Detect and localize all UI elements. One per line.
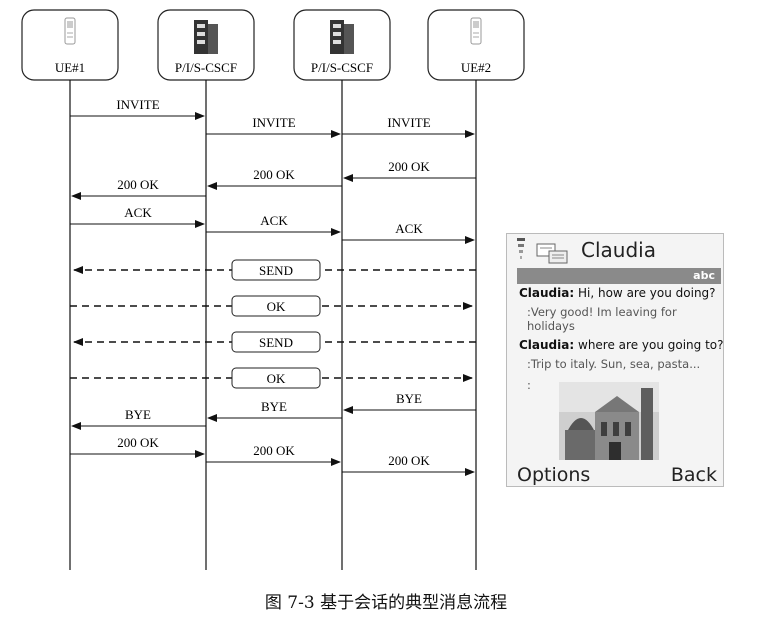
- chat-text: where are you going to?: [578, 338, 724, 352]
- session-label: OK: [267, 371, 286, 386]
- entity-ue1: UE#1: [21, 9, 119, 81]
- message-arrow: ACK: [206, 213, 341, 236]
- message-arrow: BYE: [71, 407, 206, 430]
- chat-message: Claudia: Hi, how are you doing?: [519, 286, 716, 301]
- server-icon: [330, 20, 354, 54]
- figure-caption: 图 7-3 基于会话的典型消息流程: [264, 593, 508, 613]
- input-mode-strip: abc: [517, 268, 721, 284]
- message-arrow: INVITE: [70, 97, 205, 120]
- session-message: OK: [70, 295, 473, 317]
- session-message: SEND: [73, 331, 476, 353]
- chat-reply: :Trip to italy. Sun, sea, pasta...: [527, 357, 700, 371]
- signal-strength-icon: [517, 238, 525, 259]
- mobile-phone-icon: [470, 17, 482, 45]
- mobile-phone-icon: [64, 17, 76, 45]
- message-arrow: 200 OK: [207, 167, 342, 190]
- entity-cscf1: P/I/S-CSCF: [157, 9, 255, 81]
- message-arrow: INVITE: [206, 115, 341, 138]
- entity-label: P/I/S-CSCF: [175, 60, 237, 75]
- chat-reply: :Very good! Im leaving for holidays: [527, 305, 677, 333]
- chat-bubbles-icon: [536, 243, 568, 264]
- message-arrow: 200 OK: [71, 177, 206, 200]
- session-message: OK: [70, 367, 473, 389]
- back-softkey[interactable]: Back: [670, 464, 717, 486]
- chat-text: Hi, how are you doing?: [578, 286, 716, 300]
- message-arrow: BYE: [207, 399, 342, 422]
- phone-screen: Claudia abc Claudia: Hi, how are you doi…: [506, 233, 724, 487]
- chat-sender: Claudia:: [519, 286, 575, 300]
- chat-reply: :: [527, 378, 531, 392]
- chat-reply-text: :Trip to italy. Sun, sea, pasta...: [527, 357, 701, 371]
- message-label: BYE: [261, 399, 287, 414]
- message-arrow: 200 OK: [342, 453, 475, 476]
- message-label: INVITE: [387, 115, 430, 130]
- message-arrow: INVITE: [342, 115, 475, 138]
- entity-label: P/I/S-CSCF: [311, 60, 373, 75]
- message-label: 200 OK: [253, 443, 295, 458]
- message-arrow: ACK: [70, 205, 205, 228]
- session-message: SEND: [73, 259, 476, 281]
- message-label: INVITE: [252, 115, 295, 130]
- message-label: 200 OK: [388, 159, 430, 174]
- message-label: ACK: [124, 205, 152, 220]
- server-icon: [194, 20, 218, 54]
- session-label: SEND: [259, 263, 293, 278]
- message-label: INVITE: [116, 97, 159, 112]
- message-arrow: 200 OK: [206, 443, 341, 466]
- message-label: ACK: [260, 213, 288, 228]
- session-label: SEND: [259, 335, 293, 350]
- phone-header: Claudia: [507, 234, 723, 268]
- chat-message: Claudia: where are you going to?: [519, 338, 724, 353]
- contact-name: Claudia: [581, 238, 656, 262]
- entity-label: UE#2: [461, 60, 491, 75]
- message-label: 200 OK: [253, 167, 295, 182]
- chat-sender: Claudia:: [519, 338, 575, 352]
- message-label: 200 OK: [117, 435, 159, 450]
- message-label: 200 OK: [388, 453, 430, 468]
- options-softkey[interactable]: Options: [517, 464, 591, 486]
- message-arrow: ACK: [342, 221, 475, 244]
- cathedral-photo-icon: [559, 382, 659, 460]
- entity-cscf2: P/I/S-CSCF: [293, 9, 391, 81]
- message-label: BYE: [396, 391, 422, 406]
- message-arrow: 200 OK: [70, 435, 205, 458]
- entity-label: UE#1: [55, 60, 85, 75]
- chat-reply-text: holidays: [527, 319, 575, 333]
- chat-reply-text: :Very good! Im leaving for: [527, 305, 677, 319]
- chat-reply-text: :: [527, 378, 531, 392]
- message-label: ACK: [395, 221, 423, 236]
- entity-ue2: UE#2: [427, 9, 525, 81]
- message-label: BYE: [125, 407, 151, 422]
- session-label: OK: [267, 299, 286, 314]
- message-label: 200 OK: [117, 177, 159, 192]
- input-mode-indicator: abc: [693, 269, 715, 282]
- message-arrow: 200 OK: [343, 159, 476, 182]
- message-arrow: BYE: [343, 391, 476, 414]
